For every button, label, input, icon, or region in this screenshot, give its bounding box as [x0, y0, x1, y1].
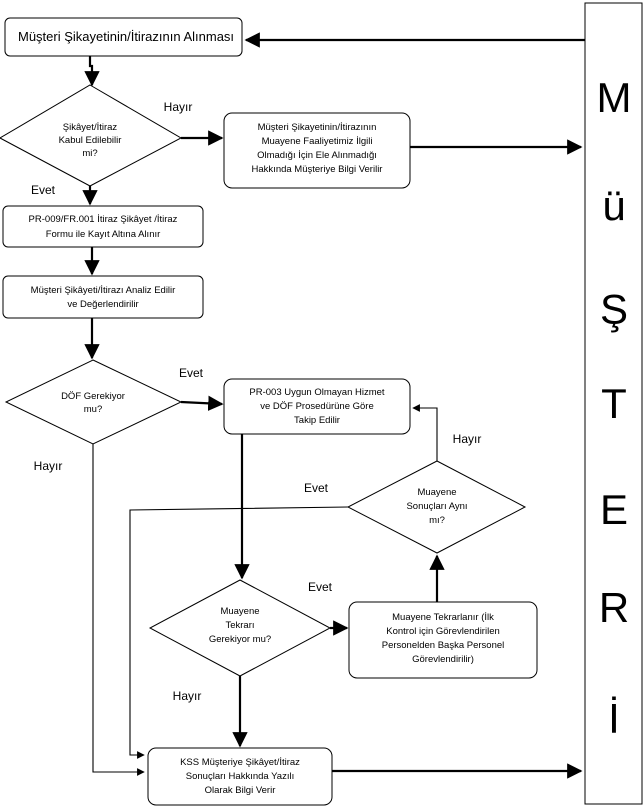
- dof-process-line-3: Takip Edilir: [294, 415, 340, 426]
- decision-same-line-2: Sonuçları Aynı: [406, 501, 467, 512]
- arrow-same-no: [412, 404, 438, 461]
- customer-letter-7: İ: [608, 695, 620, 742]
- register-line-1: PR-009/FR.001 İtiraz Şikâyet /İtiraz: [29, 214, 178, 225]
- customer-letter-5: E: [600, 486, 628, 533]
- start-box: [4, 17, 243, 57]
- not-accepted-box: [223, 112, 411, 189]
- label-hayir-same: Hayır: [453, 432, 482, 446]
- customer-letter-2: ü: [602, 182, 625, 229]
- analyze-line-2: ve Değerlendirilir: [67, 299, 138, 310]
- repeat-line-3: Personelden Başka Personel: [382, 640, 505, 651]
- arrow-dof-yes: [180, 395, 224, 412]
- decision-dof-line-2: mu?: [84, 404, 102, 415]
- arrow-start-to-accept: [84, 56, 100, 87]
- decision-repeat-line-3: Gerekiyor mu?: [209, 634, 271, 645]
- repeat-line-4: Görevlendirilir): [412, 654, 474, 665]
- decision-dof: [4, 359, 183, 445]
- customer-letter-1: M: [597, 74, 632, 121]
- arrow-same-yes: [129, 506, 349, 759]
- final-line-2: Sonuçları Hakkında Yazılı: [186, 771, 294, 782]
- register-box: [2, 205, 204, 248]
- analyze-box: [2, 275, 204, 319]
- decision-same-line-3: mı?: [429, 515, 445, 526]
- dof-process-line-2: ve DÖF Prosedürüne Göre: [260, 401, 374, 412]
- decision-repeat-line-2: Tekrarı: [225, 620, 254, 631]
- analyze-line-1: Müşteri Şikâyeti/İtirazı Analiz Edilir: [31, 285, 176, 296]
- label-evet-same: Evet: [304, 481, 329, 495]
- dof-process-box: [223, 378, 411, 435]
- repeat-box: [348, 601, 538, 679]
- decision-accept-line-3: mi?: [82, 148, 97, 159]
- decision-accept-line-2: Kabul Edilebilir: [59, 135, 122, 146]
- final-line-3: Olarak Bilgi Verir: [205, 785, 276, 796]
- not-accepted-line-1: Müşteri Şikayetinin/İtirazının: [258, 122, 377, 133]
- start-text: Müşteri Şikayetinin/İtirazının Alınması: [18, 29, 234, 44]
- final-box: [147, 747, 333, 806]
- register-line-2: Formu ile Kayıt Altına Alınır: [46, 229, 161, 240]
- decision-accept-line-1: Şikâyet/İtiraz: [63, 122, 118, 133]
- not-accepted-line-4: Hakkında Müşteriye Bilgi Verilir: [252, 164, 383, 175]
- label-hayir-repeat: Hayır: [173, 689, 202, 703]
- final-line-1: KSS Müşteriye Şikâyet/İtiraz: [180, 757, 300, 768]
- label-hayir-accept: Hayır: [164, 100, 193, 114]
- decision-same-line-1: Muayene: [417, 487, 456, 498]
- repeat-line-2: Kontrol için Görevlendirilen: [386, 626, 500, 637]
- arrow-dof-no: [92, 444, 145, 776]
- label-evet-accept: Evet: [31, 183, 56, 197]
- customer-letter-3: Ş: [600, 286, 628, 333]
- decision-dof-line-1: DÖF Gerekiyor: [61, 391, 125, 402]
- repeat-line-1: Muayene Tekrarlanır (İlk: [392, 612, 494, 623]
- decision-same: [346, 460, 527, 554]
- label-evet-dof: Evet: [179, 366, 204, 380]
- decision-repeat-line-1: Muayene: [220, 606, 259, 617]
- customer-letter-6: R: [599, 584, 629, 631]
- customer-letter-4: T: [601, 380, 627, 427]
- dof-process-line-1: PR-003 Uygun Olmayan Hizmet: [249, 387, 385, 398]
- not-accepted-line-3: Olmadığı İçin Ele Alınmadığı: [257, 150, 377, 161]
- label-hayir-dof: Hayır: [34, 459, 63, 473]
- label-evet-repeat: Evet: [308, 580, 333, 594]
- not-accepted-line-2: Muayene Faaliyetimiz İlgili: [262, 136, 373, 147]
- customer-column: [584, 2, 643, 805]
